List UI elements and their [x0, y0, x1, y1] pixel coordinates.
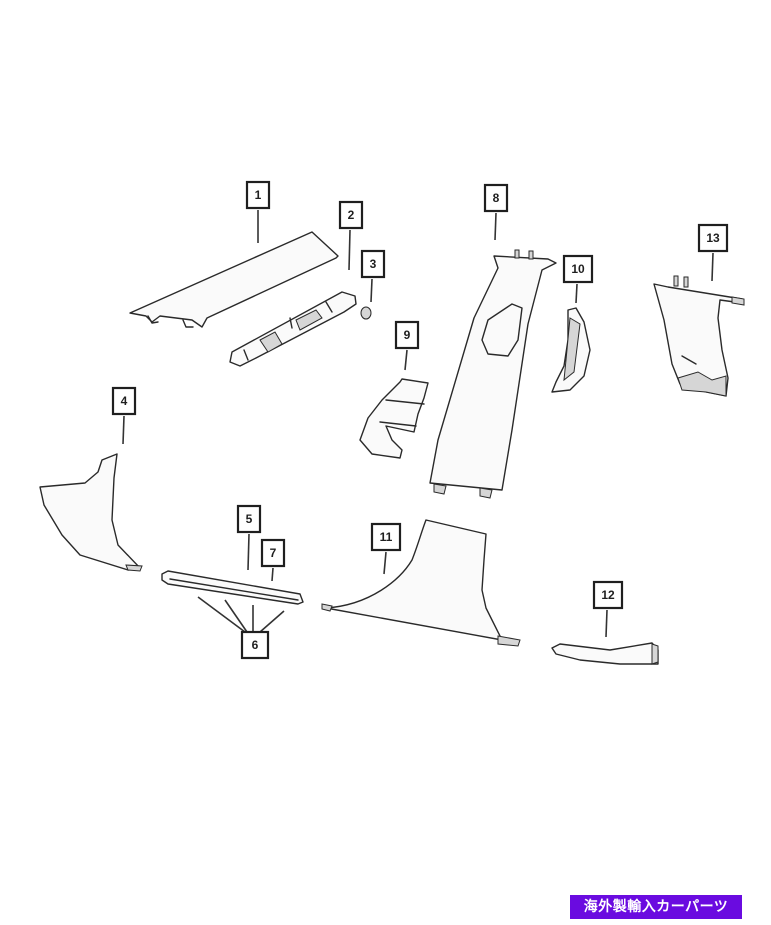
svg-text:12: 12 — [601, 588, 615, 602]
callout-9: 9 — [394, 320, 420, 371]
callout-12: 12 — [592, 580, 624, 638]
callout-4: 4 — [111, 386, 137, 445]
part-1-a-pillar-trim — [129, 231, 339, 328]
callout-11: 11 — [370, 522, 402, 575]
part-13-c-pillar-trim — [653, 275, 745, 397]
callout-8: 8 — [483, 183, 509, 241]
part-4-kick-panel — [39, 453, 143, 572]
svg-text:1: 1 — [255, 188, 262, 202]
callout-10: 10 — [562, 254, 594, 304]
callout-2: 2 — [338, 200, 364, 271]
svg-text:8: 8 — [493, 191, 500, 205]
watermark-badge: 海外製輸入カーパーツ — [570, 895, 742, 919]
part-5-sill-plate — [161, 570, 304, 605]
svg-text:6: 6 — [252, 638, 259, 652]
svg-text:4: 4 — [121, 394, 128, 408]
callout-3: 3 — [360, 249, 386, 303]
svg-text:9: 9 — [404, 328, 411, 342]
part-10-belt-guide — [551, 307, 591, 393]
part-2-bracket — [229, 291, 357, 367]
part-3-clip — [360, 306, 372, 320]
part-8-b-pillar-trim — [429, 249, 557, 499]
svg-text:13: 13 — [706, 231, 720, 245]
svg-text:7: 7 — [270, 546, 277, 560]
part-11-lower-b-pillar — [321, 519, 521, 647]
svg-text:11: 11 — [380, 530, 393, 544]
svg-text:3: 3 — [370, 257, 377, 271]
part-12-rear-sill — [551, 642, 659, 665]
callout-1: 1 — [245, 180, 271, 243]
svg-text:2: 2 — [348, 208, 355, 222]
svg-text:5: 5 — [246, 512, 253, 526]
callout-6: 6 — [197, 596, 285, 660]
svg-text:10: 10 — [571, 262, 585, 276]
callout-13: 13 — [697, 223, 729, 282]
callout-7: 7 — [260, 538, 286, 582]
callout-5: 5 — [236, 504, 262, 571]
part-9-cover-pad — [359, 378, 429, 459]
